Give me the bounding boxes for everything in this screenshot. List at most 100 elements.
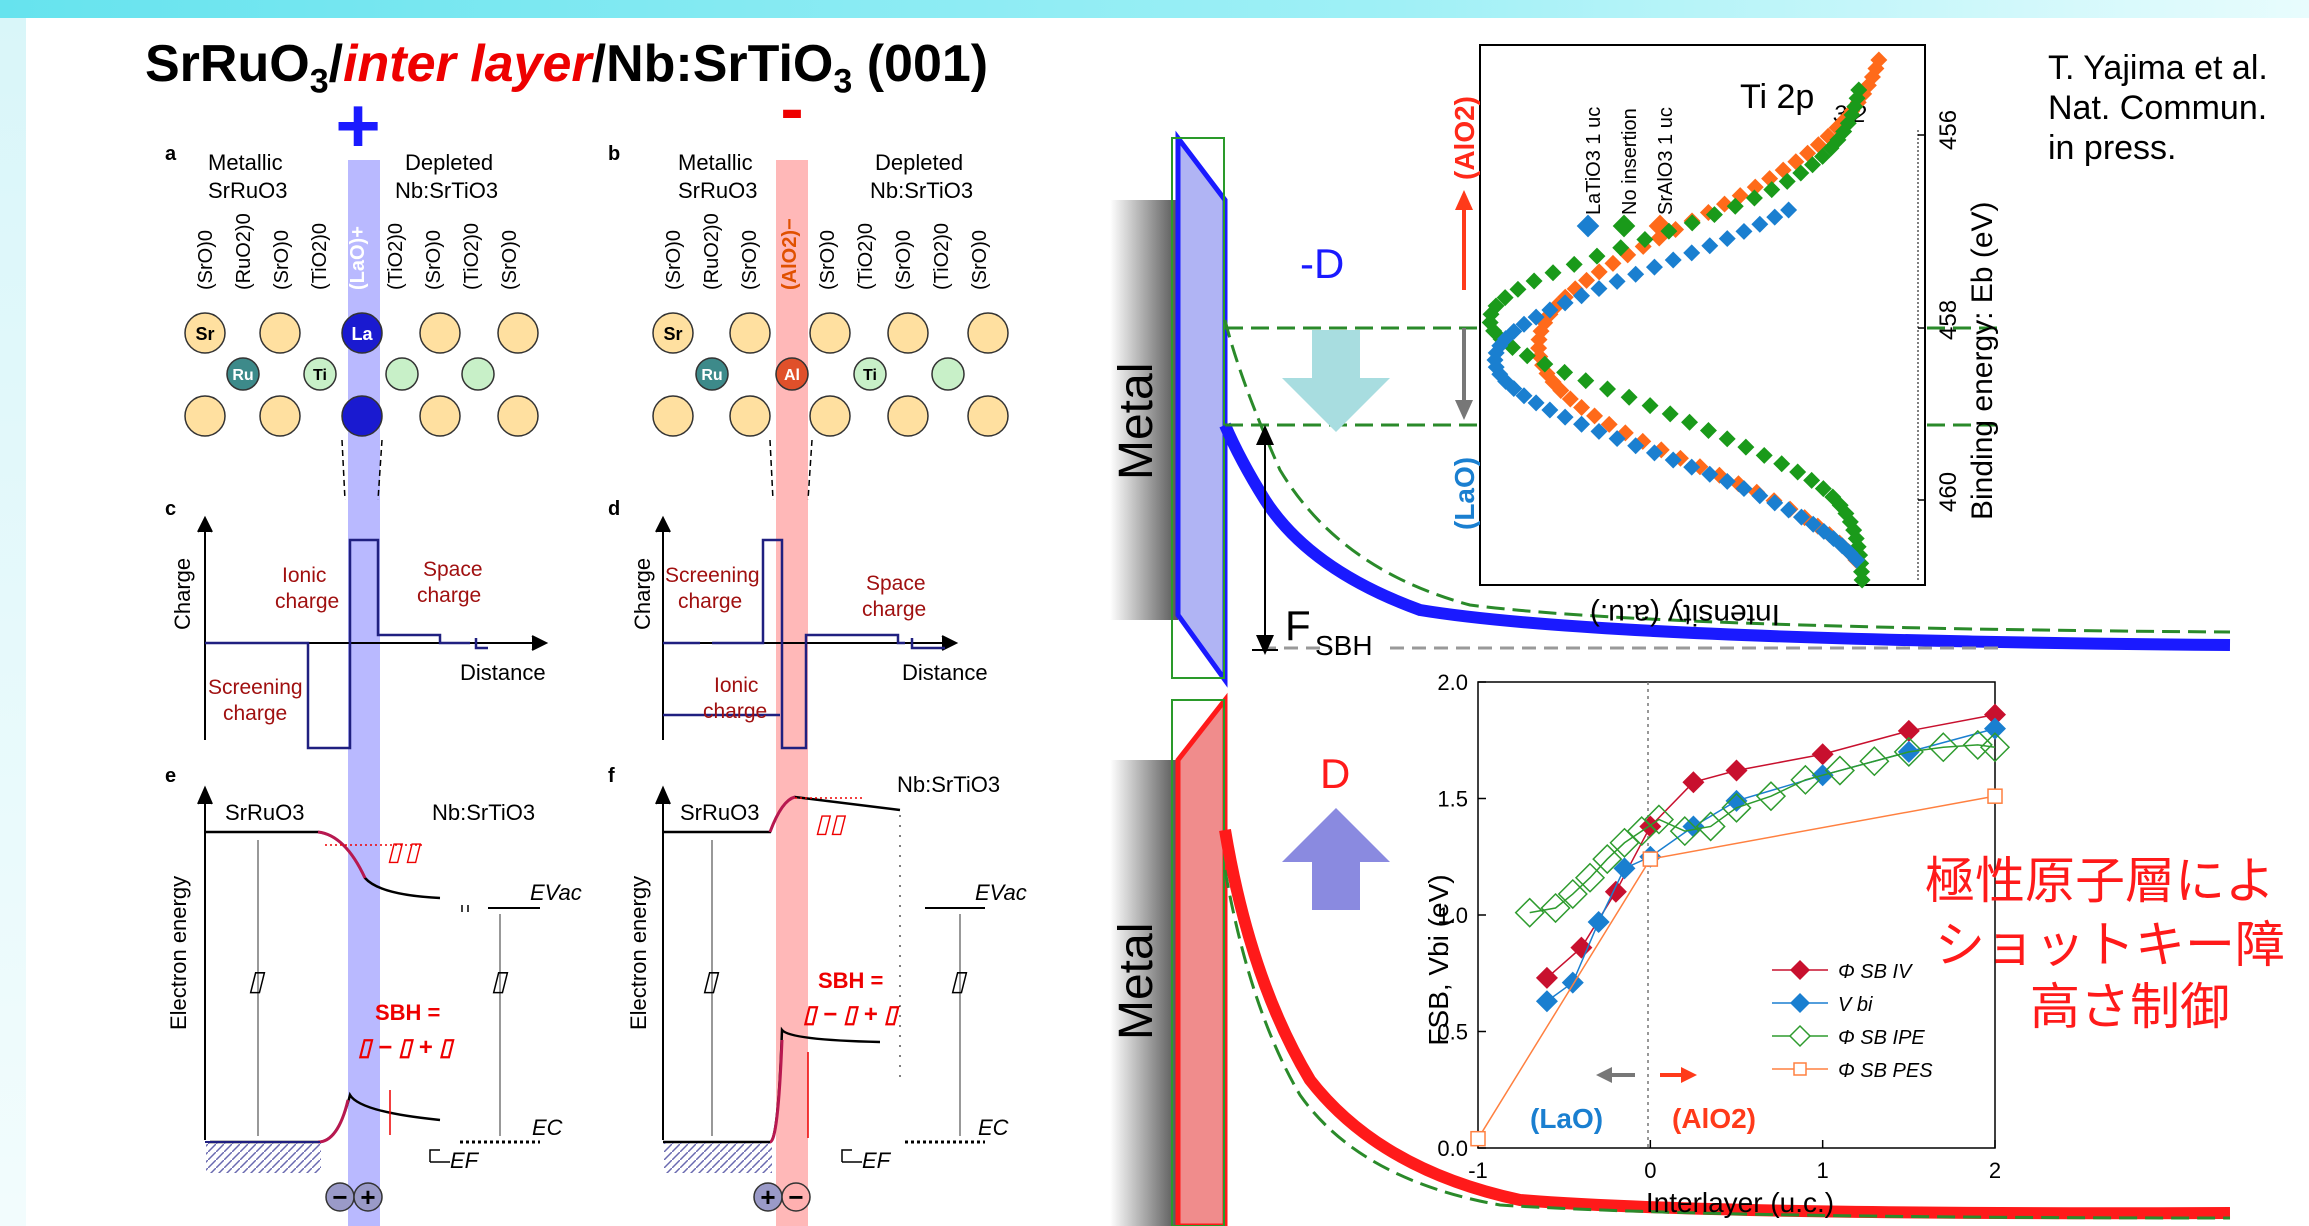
svg-text:EC: EC — [532, 1115, 563, 1140]
x-tick-label: 1 — [1817, 1158, 1829, 1183]
svg-text:ショットキー障: ショットキー障 — [1935, 917, 2285, 973]
svg-text:EVac: EVac — [530, 880, 582, 905]
svg-text:EF: EF — [450, 1148, 480, 1173]
svg-text:SrRuO3: SrRuO3 — [208, 178, 287, 203]
legend-marker — [1790, 960, 1810, 980]
svg-text:Ti 2p: Ti 2p — [1740, 78, 1814, 116]
svg-text:charge: charge — [223, 702, 287, 725]
y-tick-label: 2.0 — [1437, 670, 1468, 695]
svg-text:Distance: Distance — [902, 660, 988, 685]
svg-text:La: La — [351, 324, 373, 344]
plus-sign: + — [335, 81, 381, 169]
svg-text:極性原子層によ: 極性原子層によ — [1925, 853, 2275, 909]
data-point — [1470, 1130, 1486, 1147]
svg-text:Depleted: Depleted — [875, 150, 963, 175]
header-band — [0, 0, 2309, 18]
y-tick-label: 0.0 — [1437, 1136, 1468, 1161]
svg-text:▯: ▯ — [815, 808, 832, 838]
x-tick-label: 0 — [1644, 1158, 1656, 1183]
legend-label: Φ SB PES — [1838, 1060, 1933, 1082]
svg-text:(TiO2)0: (TiO2)0 — [309, 223, 331, 290]
svg-text:(AlO2): (AlO2) — [1672, 1103, 1756, 1134]
data-point — [1859, 746, 1890, 777]
svg-text:Sr: Sr — [663, 324, 682, 344]
svg-text:(AlO2)−: (AlO2)− — [779, 218, 801, 290]
svg-text:Nb:SrTiO3: Nb:SrTiO3 — [870, 178, 973, 203]
y-tick-label: 0.5 — [1437, 1020, 1468, 1045]
svg-text:460: 460 — [1935, 472, 1962, 512]
band-diagram-top: Metal -D F SBH — [1110, 130, 2231, 688]
svg-text:高さ制御: 高さ制御 — [2030, 979, 2230, 1035]
data-point — [1984, 717, 2006, 740]
data-point — [1535, 990, 1558, 1013]
data-point — [1682, 771, 1705, 794]
data-point — [1540, 892, 1571, 924]
xps-point — [1853, 571, 1871, 589]
svg-text:LaTiO3 1 uc: LaTiO3 1 uc — [1583, 107, 1605, 215]
xps-point — [1848, 551, 1866, 569]
svg-text:(SrO)0: (SrO)0 — [423, 230, 445, 290]
svg-text:Nb:SrTiO3: Nb:SrTiO3 — [432, 800, 535, 825]
metal-label-top: Metal — [1110, 363, 1163, 480]
panel-b: b Metallic SrRuO3 Depleted Nb:SrTiO3 (Sr… — [608, 143, 1009, 437]
xps-inset: Ti 2p 3/2 456 458 460 Binding energy: Eb… — [1449, 44, 1999, 631]
svg-text:FSB, Vbi (eV): FSB, Vbi (eV) — [1423, 874, 1454, 1045]
svg-text:Nb:SrTiO3: Nb:SrTiO3 — [395, 178, 498, 203]
minus-sign: - — [780, 69, 803, 147]
svg-text:(TiO2)0: (TiO2)0 — [461, 223, 483, 290]
svg-text:(SrO)0: (SrO)0 — [969, 230, 991, 290]
svg-text:Ru: Ru — [232, 367, 253, 384]
japanese-caption: 極性原子層によ ショットキー障 高さ制御 — [1925, 853, 2285, 1035]
data-point — [1824, 755, 1855, 786]
legend-marker — [1788, 1024, 1812, 1048]
data-point — [1725, 759, 1748, 782]
svg-text:▯: ▯ — [830, 808, 847, 838]
svg-text:▯: ▯ — [387, 836, 404, 866]
data-point — [1574, 862, 1606, 893]
svg-text:(SrO)0: (SrO)0 — [271, 230, 293, 290]
data-point — [1587, 910, 1610, 933]
data-point — [1979, 732, 2011, 763]
svg-text:Electron energy: Electron energy — [626, 876, 651, 1030]
svg-text:EC: EC — [978, 1115, 1009, 1140]
svg-text:(TiO2)0: (TiO2)0 — [855, 223, 877, 290]
svg-text:(RuO2)0: (RuO2)0 — [701, 213, 723, 290]
left-accent-band — [0, 18, 26, 1226]
svg-text:▯: ▯ — [248, 965, 266, 996]
series-line — [1529, 744, 1996, 914]
svg-text:▯: ▯ — [405, 836, 422, 866]
svg-text:Electron energy: Electron energy — [166, 876, 191, 1030]
data-point — [1928, 732, 1959, 763]
band-diagram-bottom: Metal D — [1110, 692, 2231, 1226]
svg-text:c: c — [165, 498, 176, 520]
data-point — [1695, 811, 1726, 842]
svg-text:(SrO)0: (SrO)0 — [499, 230, 521, 290]
y-tick-label: 1.5 — [1437, 787, 1468, 812]
legend-label: Φ SB IPE — [1838, 1027, 1925, 1049]
svg-text:SrRuO3: SrRuO3 — [225, 800, 304, 825]
data-point — [1755, 781, 1787, 812]
svg-text:charge: charge — [862, 598, 926, 621]
svg-text:Ionic: Ionic — [282, 564, 326, 587]
svg-text:D: D — [1320, 750, 1350, 797]
svg-text:Intensity (a.u.): Intensity (a.u.) — [1590, 598, 1780, 631]
svg-text:(SrO)0: (SrO)0 — [663, 230, 685, 290]
data-point — [1642, 851, 1659, 867]
panel-c: c Charge Ionic charge Space charge Scree… — [165, 498, 549, 750]
x-tick-label: -1 — [1468, 1158, 1488, 1183]
svg-text:d: d — [608, 498, 620, 520]
svg-text:SBH =: SBH = — [375, 1000, 440, 1025]
svg-text:f: f — [608, 765, 615, 787]
svg-text:(SrO)0: (SrO)0 — [817, 230, 839, 290]
y-tick-label: 1.0 — [1437, 903, 1468, 928]
xps-point — [1804, 515, 1822, 533]
panel-e: e Electron energy SrRuO3 Nb:SrTiO3 EVac … — [165, 765, 582, 1212]
svg-text:▯: ▯ — [702, 965, 720, 996]
svg-text:Ru: Ru — [701, 367, 722, 384]
svg-text:−: − — [332, 1182, 347, 1212]
svg-text:Nb:SrTiO3: Nb:SrTiO3 — [897, 772, 1000, 797]
svg-text:+: + — [360, 1182, 375, 1212]
data-point — [1514, 897, 1545, 928]
data-point — [1613, 857, 1636, 880]
